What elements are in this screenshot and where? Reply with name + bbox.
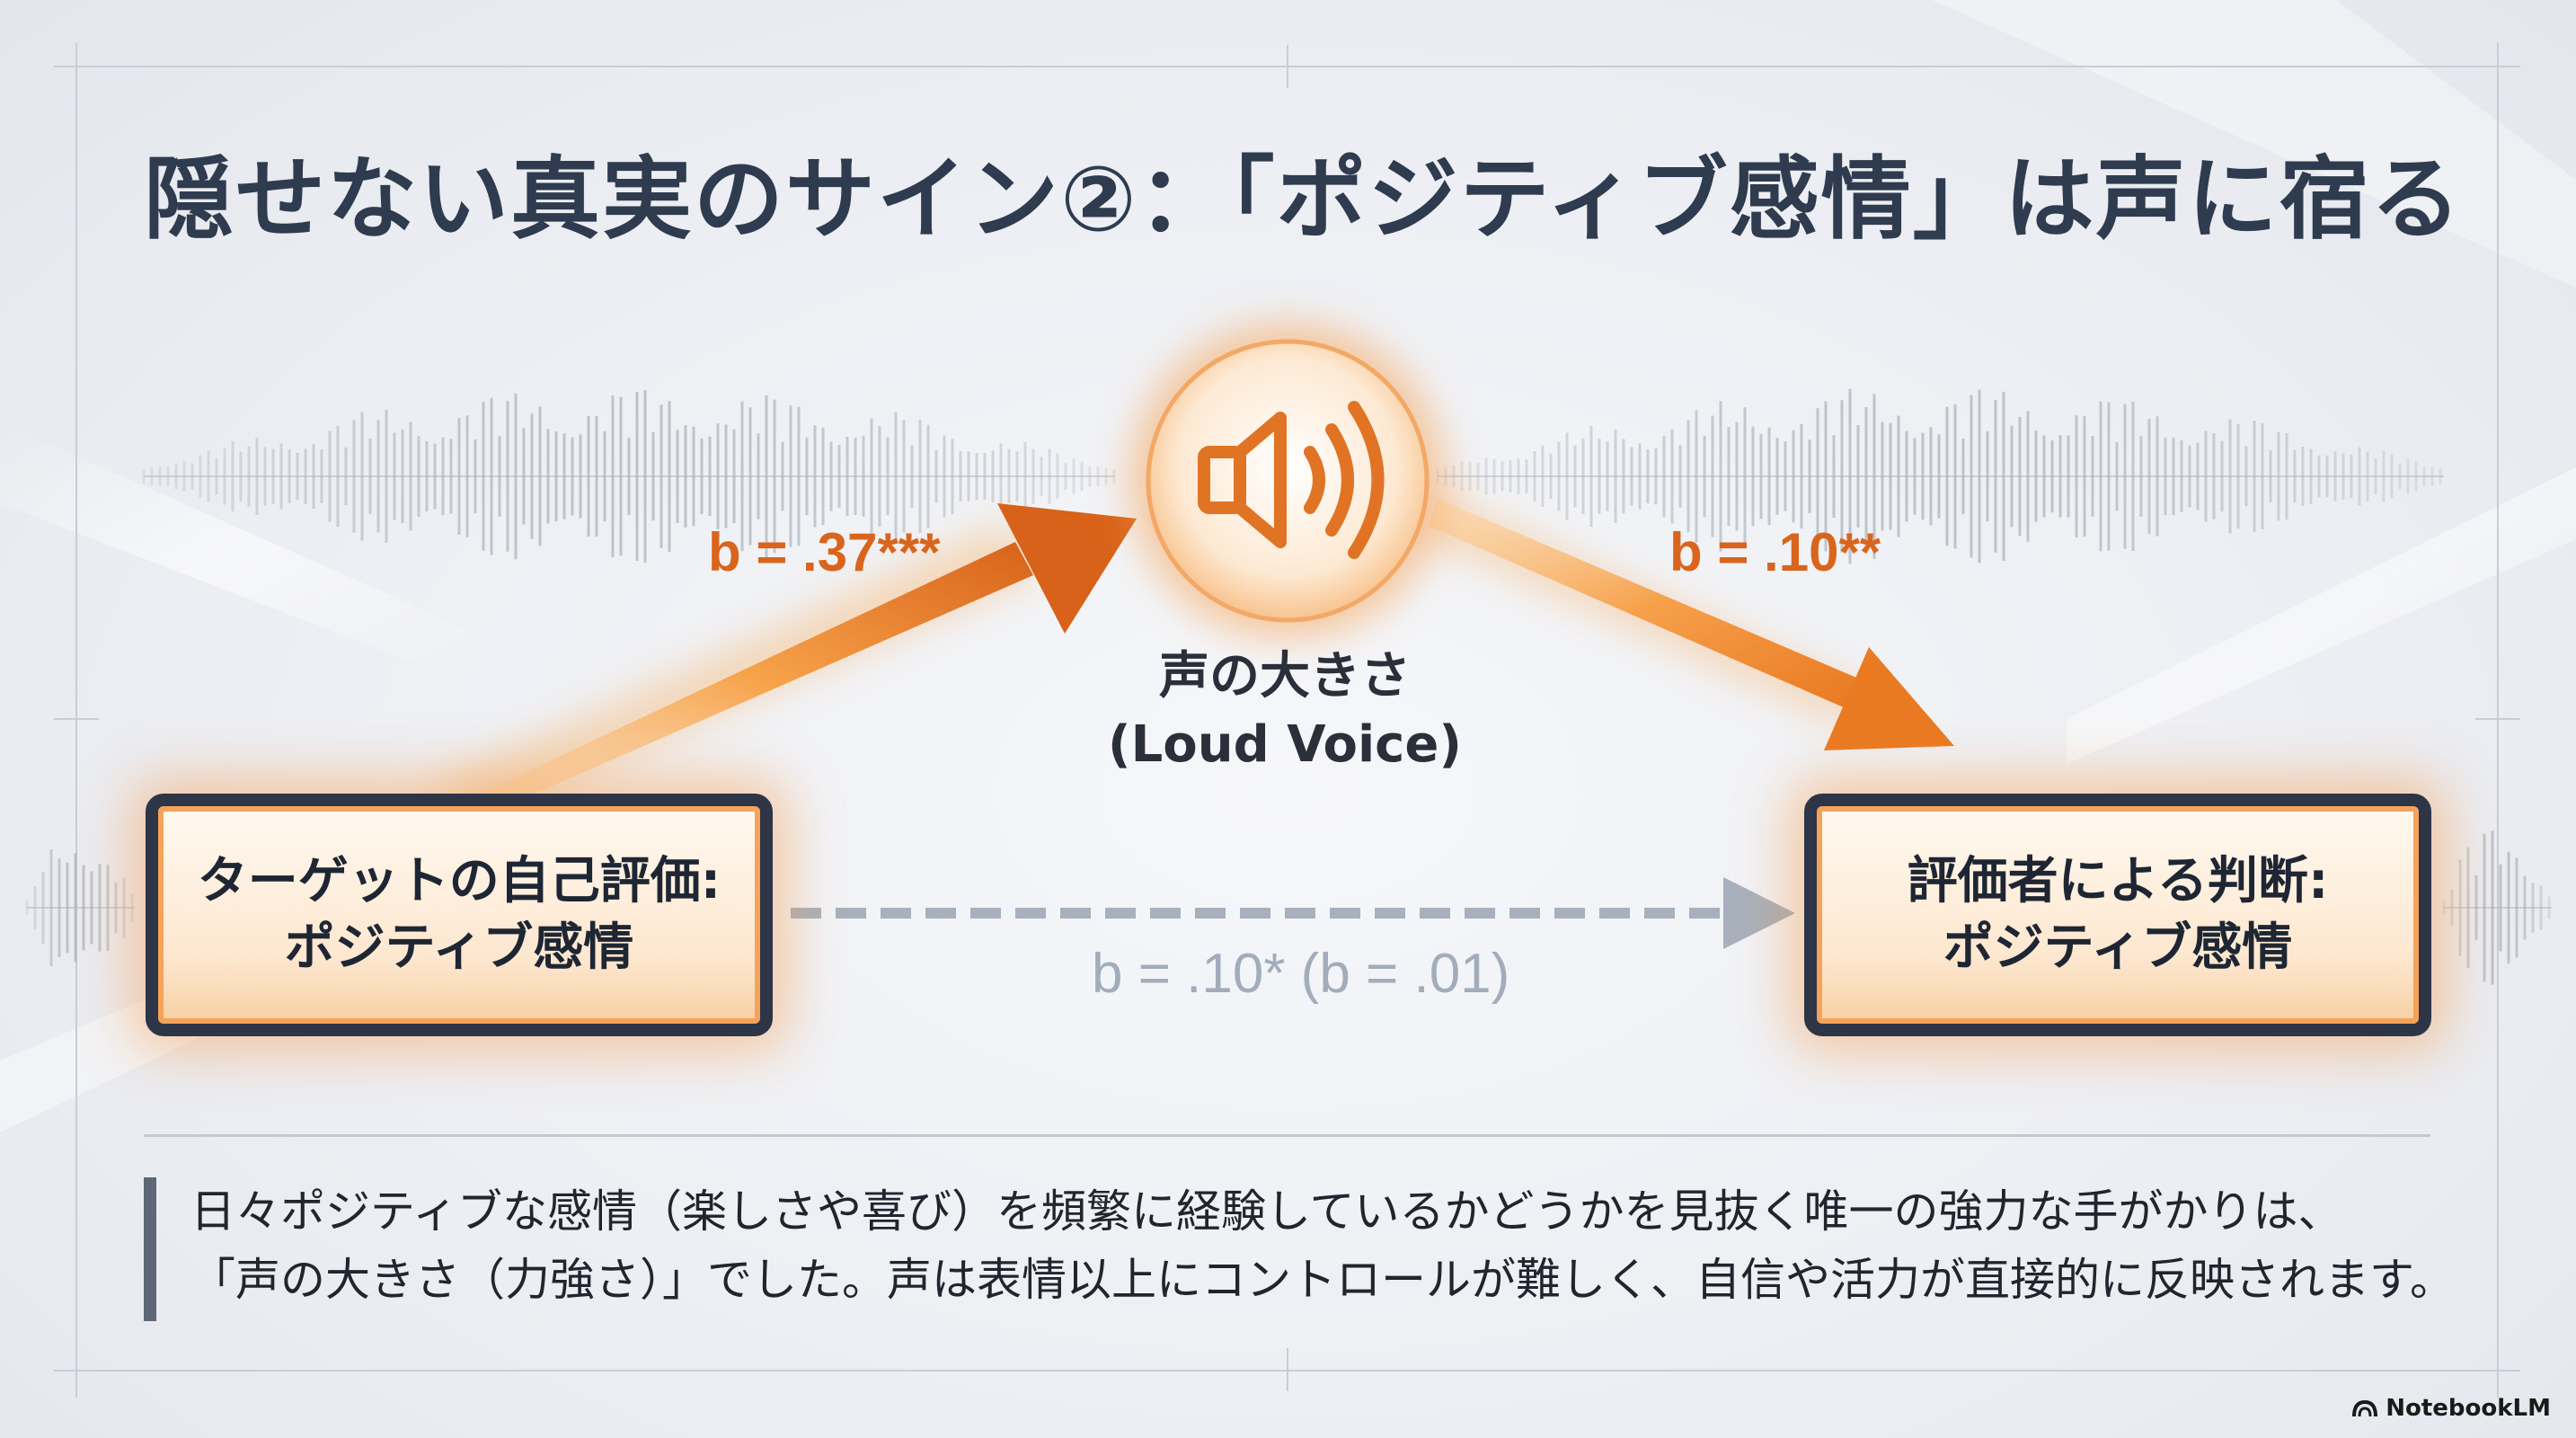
speaker-icon [1130, 324, 1445, 638]
target-self-rating-label: ターゲットの自己評価: ポジティブ感情 [197, 852, 721, 977]
path-b-coefficient: b = .10** [1669, 522, 1881, 582]
direct-path-coefficient: b = .10* (b = .01) [1092, 943, 1510, 1005]
caption-line-1: 日々ポジティブな感情（楽しさや喜び）を頻繁に経験しているかどうかを見抜く唯一の強… [190, 1185, 2343, 1238]
direct-path-arrow [791, 877, 1795, 949]
mediator-label-jp: 声の大きさ [1159, 647, 1411, 706]
caption: 日々ポジティブな感情（楽しさや喜び）を頻繁に経験しているかどうかを見抜く唯一の強… [190, 1177, 2455, 1314]
branding: NotebookLM [2351, 1395, 2551, 1422]
mediator-label: 声の大きさ (Loud Voice) [1015, 643, 1554, 778]
notebooklm-logo-icon [2352, 1399, 2378, 1417]
page-title: 隠せない真実のサイン②：「ポジティブ感情」は声に宿る [144, 146, 2463, 252]
mediator-label-en: (Loud Voice) [1108, 715, 1462, 774]
branding-label: NotebookLM [2386, 1395, 2551, 1422]
path-a-arrow [422, 503, 1137, 813]
rater-judgment-label: 評価者による判断: ポジティブ感情 [1907, 852, 2329, 977]
frame-lines [54, 43, 2520, 1398]
path-b-arrow [1411, 490, 1954, 750]
rater-judgment-box: 評価者による判断: ポジティブ感情 [1804, 794, 2431, 1036]
divider [144, 1134, 2430, 1137]
target-self-rating-box: ターゲットの自己評価: ポジティブ感情 [146, 794, 773, 1036]
caption-line-2: 「声の大きさ（力強さ）」でした。声は表情以上にコントロールが難しく、自信や活力が… [190, 1254, 2455, 1306]
sound-waveform [25, 388, 2552, 985]
path-a-coefficient: b = .37*** [708, 522, 941, 582]
quote-bar [144, 1177, 156, 1321]
